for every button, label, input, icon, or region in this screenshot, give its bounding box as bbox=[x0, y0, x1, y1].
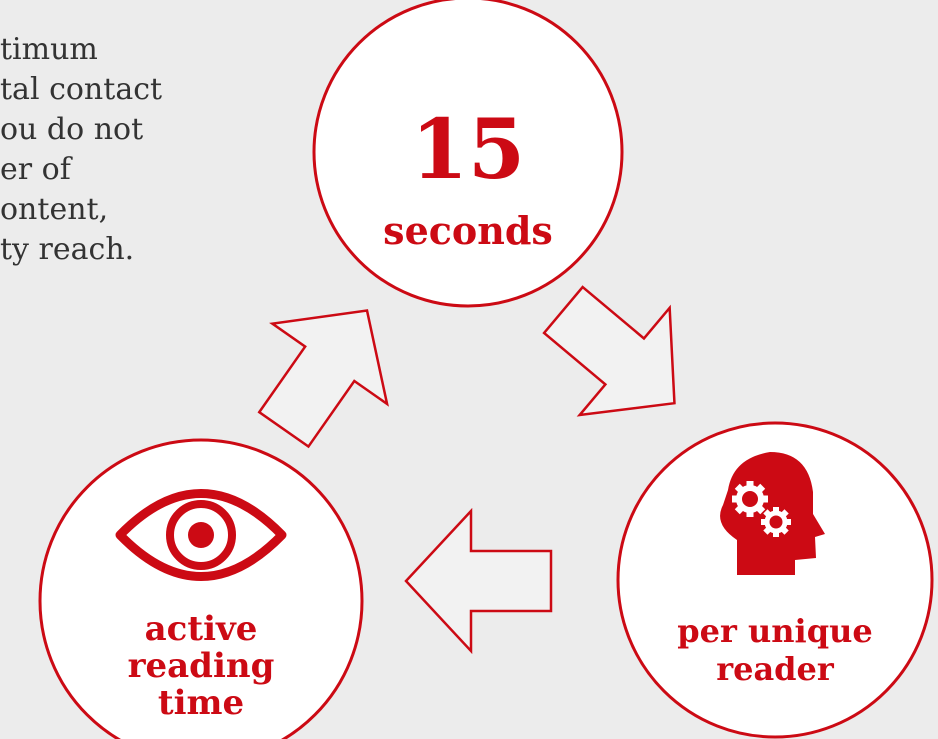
cycle-node-right: per unique reader bbox=[616, 421, 934, 739]
node-label-line: active bbox=[145, 609, 258, 649]
unit-label: seconds bbox=[383, 208, 553, 253]
eye-icon bbox=[115, 489, 287, 581]
intro-line: er of bbox=[0, 152, 71, 187]
cycle-node-top: 15 seconds bbox=[312, 0, 624, 308]
cycle-node-left: active reading time bbox=[38, 438, 364, 739]
intro-line: timum bbox=[0, 32, 98, 67]
big-number: 15 bbox=[411, 102, 525, 198]
intro-text: timum tal contact ou do not er of ontent… bbox=[0, 30, 300, 270]
head-gears-icon bbox=[720, 452, 825, 575]
intro-line: ontent, bbox=[0, 192, 109, 227]
node-label-line: reading bbox=[128, 646, 275, 686]
intro-line: ou do not bbox=[0, 112, 144, 147]
intro-line: ty reach. bbox=[0, 232, 135, 267]
node-label-line: time bbox=[158, 683, 244, 723]
intro-line: tal contact bbox=[0, 72, 163, 107]
arrow-to-top bbox=[257, 309, 389, 449]
arrow-to-left bbox=[404, 507, 553, 655]
node-label-line: per unique bbox=[677, 612, 872, 650]
arrow-to-right bbox=[542, 285, 676, 417]
node-label-line: reader bbox=[716, 650, 835, 688]
